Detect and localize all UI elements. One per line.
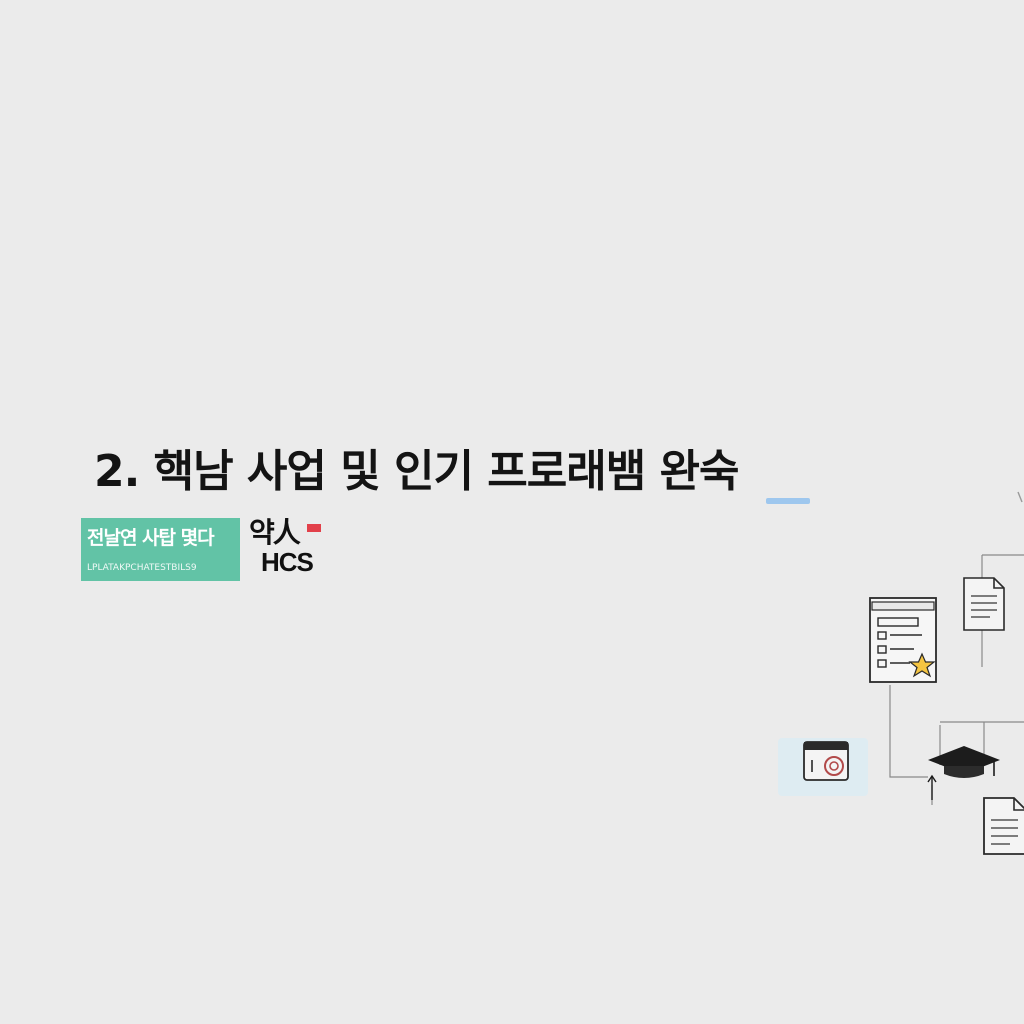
document-icon bbox=[963, 577, 1005, 631]
file-icon bbox=[983, 797, 1024, 855]
program-badge-subtitle: LPLATAKPCHATESTBILS9 bbox=[87, 563, 197, 573]
graduation-cap-icon bbox=[927, 746, 1000, 800]
program-badge-title: 전날연 사탑 몇다 bbox=[87, 527, 215, 549]
brand-logo: 약人 HCS bbox=[247, 516, 333, 580]
brand-logo-mark bbox=[307, 524, 321, 532]
camera-icon bbox=[778, 738, 868, 796]
slide-heading: 2. 핵남 사업 및 인기 프로래뱀 완숙 bbox=[94, 446, 739, 497]
heading-highlight bbox=[766, 498, 810, 504]
program-badge: 전날연 사탑 몇다 LPLATAKPCHATESTBILS9 bbox=[81, 518, 240, 581]
brand-logo-top: 약人 bbox=[249, 517, 301, 548]
checklist-icon bbox=[869, 597, 937, 683]
star-icon bbox=[908, 652, 936, 678]
divider-mark bbox=[1017, 491, 1023, 503]
workflow-illustration bbox=[778, 491, 1024, 855]
brand-logo-bottom: HCS bbox=[261, 547, 314, 577]
